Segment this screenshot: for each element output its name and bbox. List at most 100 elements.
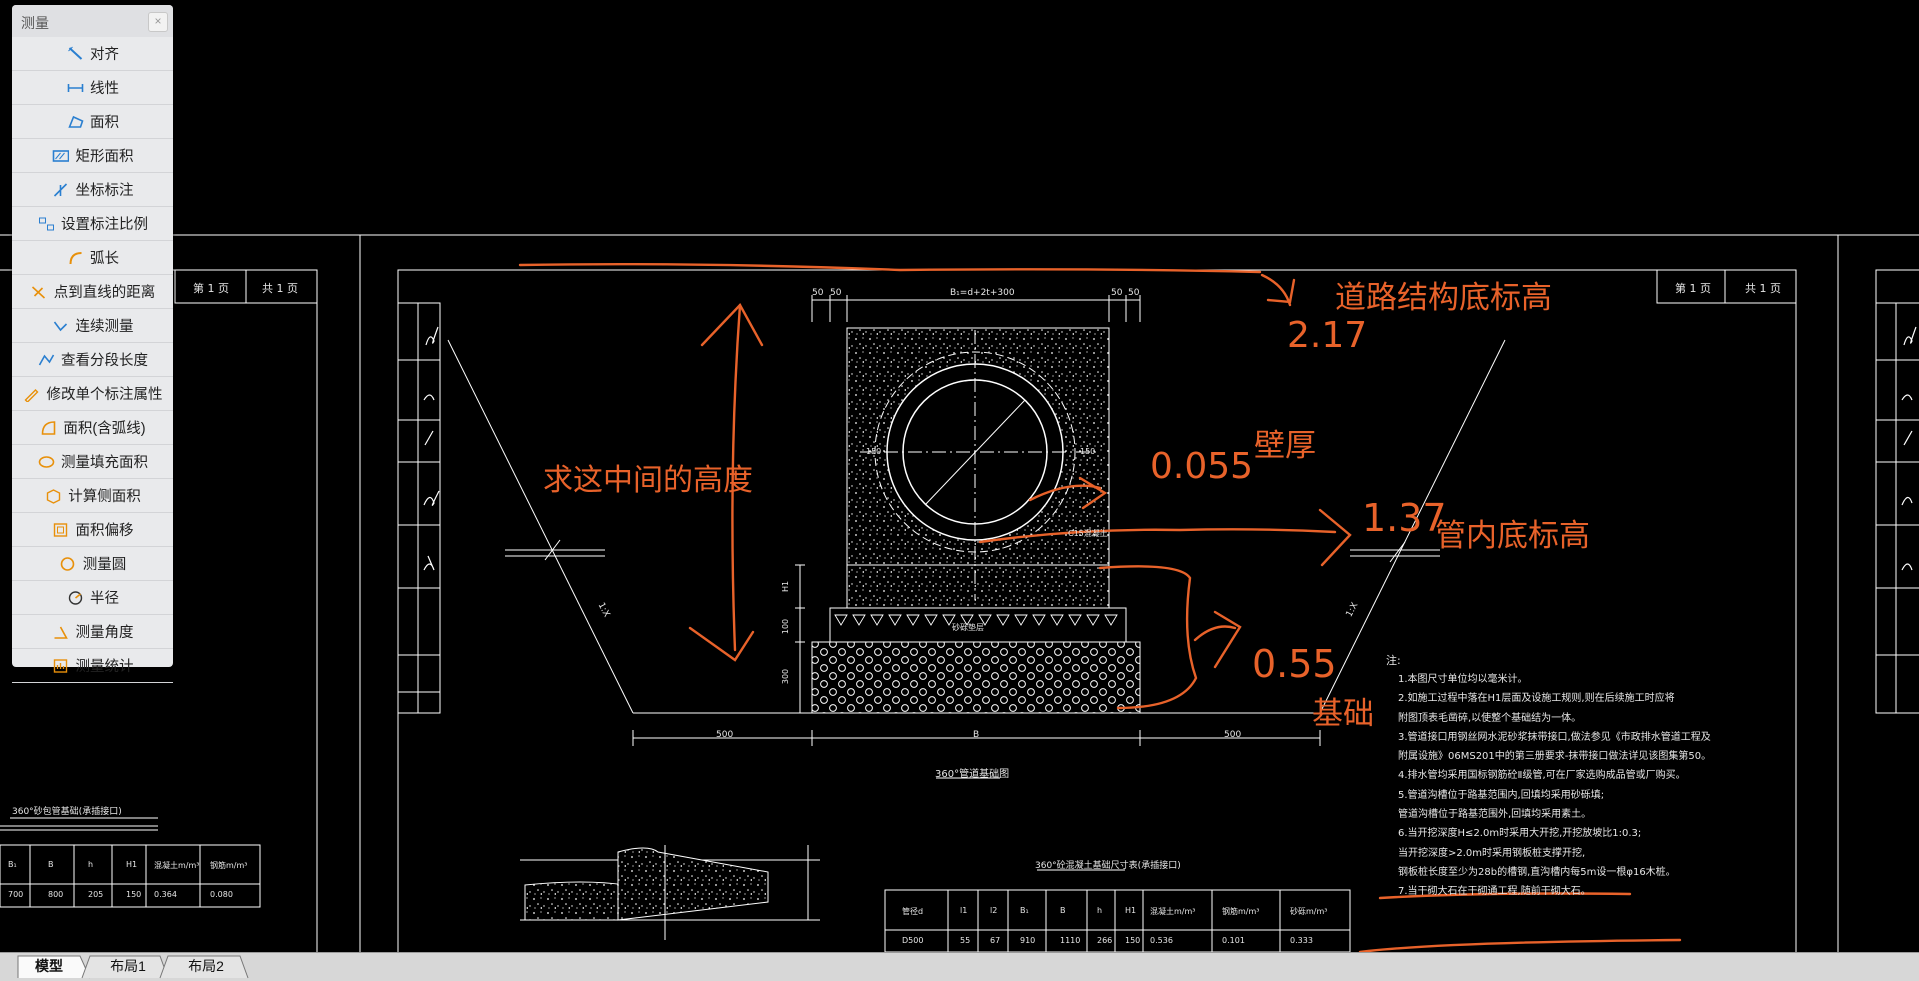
tool-angle[interactable]: 测量角度: [12, 615, 173, 649]
center-sheet-total: 共 1 页: [1745, 282, 1781, 295]
statistics-icon: [52, 658, 70, 674]
table-cell: 266: [1097, 936, 1113, 945]
tool-radius[interactable]: 半径: [12, 581, 173, 615]
panel-title: 测量: [21, 15, 49, 31]
label-concrete: C15混凝土: [1068, 529, 1108, 538]
pipe-invert-label: 管内底标高: [1435, 518, 1590, 554]
tool-point-line-distance[interactable]: 点到直线的距离: [12, 275, 173, 309]
table-cell: 0.333: [1290, 936, 1313, 945]
tool-rect-area[interactable]: 矩形面积: [12, 139, 173, 173]
table-cell: h: [88, 860, 94, 869]
table-cell: 67: [990, 936, 1001, 945]
table-cell: B: [1060, 906, 1066, 915]
measure-tool-list: 对齐线性面积矩形面积坐标标注设置标注比例弧长点到直线的距离连续测量查看分段长度修…: [12, 37, 173, 683]
question-text: 求这中间的高度: [543, 463, 753, 498]
dim-50-a: 50: [812, 288, 824, 298]
arc-area-icon: [39, 420, 57, 436]
tool-scale[interactable]: 设置标注比例: [12, 207, 173, 241]
tool-hatch-area[interactable]: 测量填充面积: [12, 445, 173, 479]
note-line: 4.排水管均采用国标钢筋砼Ⅱ级管,可在厂家选购成品管或厂购买。: [1398, 770, 1686, 782]
dim-50-d: 50: [1128, 288, 1140, 298]
tool-label: 点到直线的距离: [53, 285, 156, 301]
measure-panel: 测量 × 对齐线性面积矩形面积坐标标注设置标注比例弧长点到直线的距离连续测量查看…: [12, 5, 173, 683]
tool-arc-length[interactable]: 弧长: [12, 241, 173, 275]
foundation-label: 基础: [1312, 696, 1374, 732]
tab-layout2[interactable]: 布局2: [188, 958, 224, 974]
tool-label: 测量填充面积: [61, 455, 148, 471]
tool-label: 设置标注比例: [61, 217, 148, 233]
note-line: 管道沟槽位于路基范围外,回填均采用素土。: [1398, 809, 1592, 821]
tool-align-measure[interactable]: 对齐: [12, 37, 173, 71]
area-offset-icon: [52, 522, 70, 538]
dim-H1: H1: [781, 580, 791, 593]
center-sheet-frame: [359, 235, 1839, 952]
tool-area[interactable]: 面积: [12, 105, 173, 139]
left-sheet: [0, 269, 318, 952]
table-cell: 150: [1125, 936, 1141, 945]
notes-list: 1.本图尺寸单位均以毫米计。2.如施工过程中落在H1层面及设施工规则,则在后续施…: [1398, 670, 1711, 902]
side-area-icon: [44, 488, 62, 504]
joint-detail: [520, 845, 820, 940]
note-line: 5.管道沟槽位于路基范围内,回填均采用砂砾填;: [1398, 789, 1605, 801]
tool-segment-length[interactable]: 查看分段长度: [12, 343, 173, 377]
pipe-section: [10, 295, 1506, 871]
tool-label: 计算侧面积: [68, 489, 141, 505]
radius-icon: [66, 590, 84, 606]
handwritten-marks: [518, 262, 1682, 952]
table-cell: 钢筋m/m³: [210, 861, 248, 870]
cad-canvas[interactable]: 第 1 页 共 1 页 第 1 页 共 1 页 50 50 B₁=d+2t+30…: [0, 0, 1919, 952]
tool-continuous-measure[interactable]: 连续测量: [12, 309, 173, 343]
circle-measure-icon: [59, 556, 77, 572]
table-cell: 205: [88, 890, 104, 899]
table-cell: l1: [960, 906, 968, 915]
table-cell: B₁: [1020, 906, 1029, 915]
area-icon: [66, 114, 84, 130]
section-title: 360°管道基础图: [935, 769, 1010, 780]
wall-thickness-value: 0.055: [1150, 446, 1254, 487]
tool-label: 半径: [90, 591, 119, 607]
tool-label: 坐标标注: [75, 183, 134, 199]
tool-statistics[interactable]: 测量统计: [12, 649, 173, 683]
right-sheet: [1875, 269, 1919, 714]
tool-label: 测量统计: [75, 659, 134, 675]
table-cell: 混凝土m/m³: [1150, 907, 1196, 916]
tool-edit-dimension[interactable]: 修改单个标注属性: [12, 377, 173, 411]
table-cell: H1: [1125, 906, 1137, 915]
tool-label: 面积(含弧线): [63, 421, 146, 437]
tool-coordinate[interactable]: 坐标标注: [12, 173, 173, 207]
tab-layout1[interactable]: 布局1: [110, 958, 146, 974]
tool-area-offset[interactable]: 面积偏移: [12, 513, 173, 547]
close-button[interactable]: ×: [148, 12, 168, 32]
center-table: [884, 889, 1351, 952]
center-sheet-page: 第 1 页: [1675, 282, 1711, 295]
dim-100: 100: [781, 618, 791, 635]
table-cell: 800: [48, 890, 64, 899]
table-cell: 混凝土m/m³: [154, 861, 200, 870]
tool-label: 测量圆: [82, 557, 127, 573]
dim-500-left: 500: [716, 730, 734, 740]
table-cell: B₁: [8, 860, 17, 869]
dim-top-width: B₁=d+2t+300: [950, 288, 1015, 298]
tool-label: 连续测量: [75, 319, 134, 335]
table-cell: 55: [960, 936, 971, 945]
table-cell: 150: [126, 890, 142, 899]
table-cell: 砂砾m/m³: [1290, 907, 1328, 916]
tool-circle-measure[interactable]: 测量圆: [12, 547, 173, 581]
tool-linear-measure[interactable]: 线性: [12, 71, 173, 105]
panel-header[interactable]: 测量 ×: [12, 5, 173, 37]
road-structure-label: 道路结构底标高: [1335, 280, 1552, 316]
point-line-distance-icon: [30, 284, 48, 300]
table-cell: D500: [902, 936, 924, 945]
tool-label: 弧长: [90, 251, 119, 267]
note-line: 2.如施工过程中落在H1层面及设施工规则,则在后续施工时应将: [1398, 693, 1675, 705]
tool-side-area[interactable]: 计算侧面积: [12, 479, 173, 513]
tool-arc-area[interactable]: 面积(含弧线): [12, 411, 173, 445]
note-line: 7.当干砌大石在干砌通工程,随前干砌大石。: [1398, 886, 1591, 898]
tool-label: 面积: [90, 115, 119, 131]
dim-50-c: 50: [1111, 288, 1123, 298]
dim-500-right: 500: [1224, 730, 1242, 740]
rect-area-icon: [52, 148, 70, 164]
tab-model[interactable]: 模型: [35, 958, 63, 974]
notes-title: 注:: [1386, 654, 1401, 667]
table-cell: B: [48, 860, 54, 869]
